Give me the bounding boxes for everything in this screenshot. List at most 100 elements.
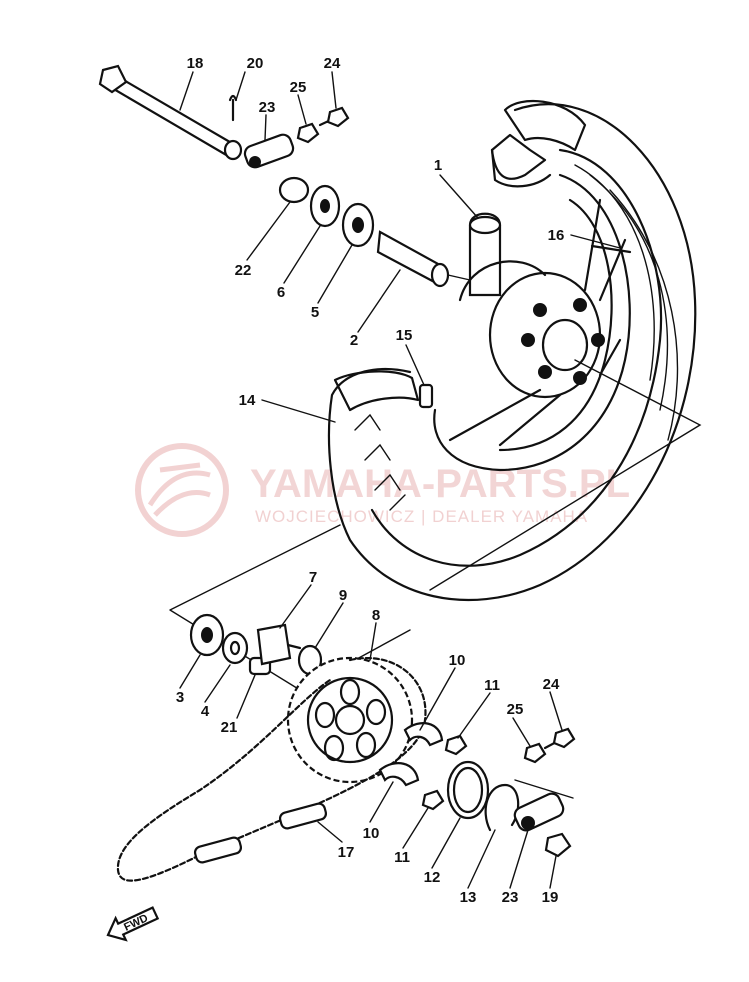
chain-joint-17 [278, 802, 328, 830]
nut-11-upper [444, 734, 468, 756]
callout-3: 3 [176, 689, 184, 706]
leader-9 [314, 602, 344, 649]
chain-adjuster-right-hole [521, 816, 535, 830]
hub-tube [468, 212, 502, 297]
callout-2: 2 [350, 332, 358, 349]
watermark-logo-icon [135, 443, 229, 537]
axle-centerline [429, 359, 702, 591]
sprocket-cutout-5 [314, 701, 336, 729]
leader-10b [369, 781, 394, 823]
leader-18 [179, 71, 194, 111]
callout-1: 1 [434, 157, 442, 174]
sprocket-cutout-3 [355, 731, 377, 759]
sprocket-side-parts [116, 524, 576, 882]
callout-21: 21 [221, 719, 238, 736]
callout-10b: 10 [363, 825, 380, 842]
watermark-logo-mark [147, 462, 211, 517]
leader-3 [179, 654, 201, 689]
hub-bolt-2 [573, 298, 587, 312]
callout-17: 17 [338, 844, 355, 861]
sprocket-cutout-4 [323, 734, 345, 762]
hub-flange [458, 260, 547, 302]
axle-head [98, 64, 128, 94]
bearing-5-inner [352, 217, 364, 233]
wheel-assembly [327, 99, 702, 602]
callout-24a: 24 [324, 55, 341, 72]
callout-23b: 23 [502, 889, 519, 906]
hub-bolt-1 [533, 303, 547, 317]
leader-21 [236, 674, 256, 719]
callout-labels: 1 2 3 4 5 6 7 8 9 10 10 11 11 12 13 14 1… [176, 55, 565, 906]
leader-lines [179, 71, 621, 889]
leader-25a [297, 94, 307, 125]
leader-11a [457, 692, 491, 739]
spoke-3 [498, 393, 562, 447]
right-boundary [514, 779, 574, 799]
cotter-pin [228, 94, 238, 122]
leader-12 [431, 817, 461, 869]
callout-19: 19 [542, 889, 559, 906]
leader-11b [402, 807, 429, 849]
clutch-hub-7 [256, 623, 292, 666]
leader-19 [549, 855, 557, 889]
left-side-parts [98, 64, 471, 288]
rim-outer [433, 173, 631, 472]
fwd-label: FWD [122, 912, 150, 933]
lock-washer-10-upper [403, 722, 444, 747]
oil-seal-6-inner [320, 199, 330, 213]
nut-25-right [523, 742, 547, 764]
leader-8 [369, 622, 377, 661]
chain-joint-17b [193, 836, 243, 864]
collar-2-end [430, 262, 450, 288]
spoke-4 [448, 388, 542, 442]
leader-20 [235, 71, 246, 101]
axle-end [223, 139, 243, 161]
tire-cutaway-lip [490, 133, 547, 180]
callout-16: 16 [548, 227, 565, 244]
callout-4: 4 [201, 703, 210, 720]
hub-tube-part [458, 212, 547, 302]
tire-outline [327, 103, 697, 602]
tire-tread-pattern [354, 413, 406, 511]
washer-4-hole [229, 640, 241, 656]
tire-groove-2 [589, 174, 669, 411]
sprocket-cutout-2 [365, 698, 387, 726]
callout-25b: 25 [507, 701, 524, 718]
leader-7 [279, 584, 312, 629]
bolt-24-left-head [326, 106, 350, 128]
leader-13 [467, 829, 496, 889]
leader-1 [439, 174, 479, 219]
watermark: YAMAHA-PARTS.PL WOJCIECHOWICZ | DEALER Y… [135, 443, 630, 537]
axle-nut-19 [544, 832, 572, 858]
tire-groove-3 [609, 189, 679, 441]
axle-shaft [110, 73, 237, 158]
callout-6: 6 [277, 284, 285, 301]
tire-section-side [490, 148, 552, 188]
leader-6 [283, 225, 321, 284]
sprocket-inner-ring [306, 676, 394, 764]
callout-10a: 10 [449, 652, 466, 669]
lock-washer-10-lower [378, 762, 420, 787]
callout-14: 14 [239, 392, 256, 409]
oil-seal-12 [446, 760, 490, 820]
callout-15: 15 [396, 327, 413, 344]
leader-23b [509, 829, 529, 889]
leader-17 [317, 821, 343, 843]
leader-24b [549, 691, 563, 731]
circlip-13 [484, 783, 520, 832]
leader-24a [331, 71, 337, 109]
leader-4 [204, 664, 231, 703]
callout-11a: 11 [484, 677, 500, 694]
forward-direction-marker: FWD [106, 906, 160, 942]
leader-16 [570, 234, 621, 249]
drive-chain [116, 657, 427, 882]
leader-25b [512, 717, 531, 747]
callout-24b: 24 [543, 676, 560, 693]
clutch-hub-7-pin [286, 643, 302, 650]
callout-22: 22 [235, 262, 252, 279]
spoke-5 [598, 338, 622, 377]
hub-bolt-3 [591, 333, 605, 347]
sprocket-center [334, 704, 366, 736]
bearing-3-inner [201, 627, 213, 643]
